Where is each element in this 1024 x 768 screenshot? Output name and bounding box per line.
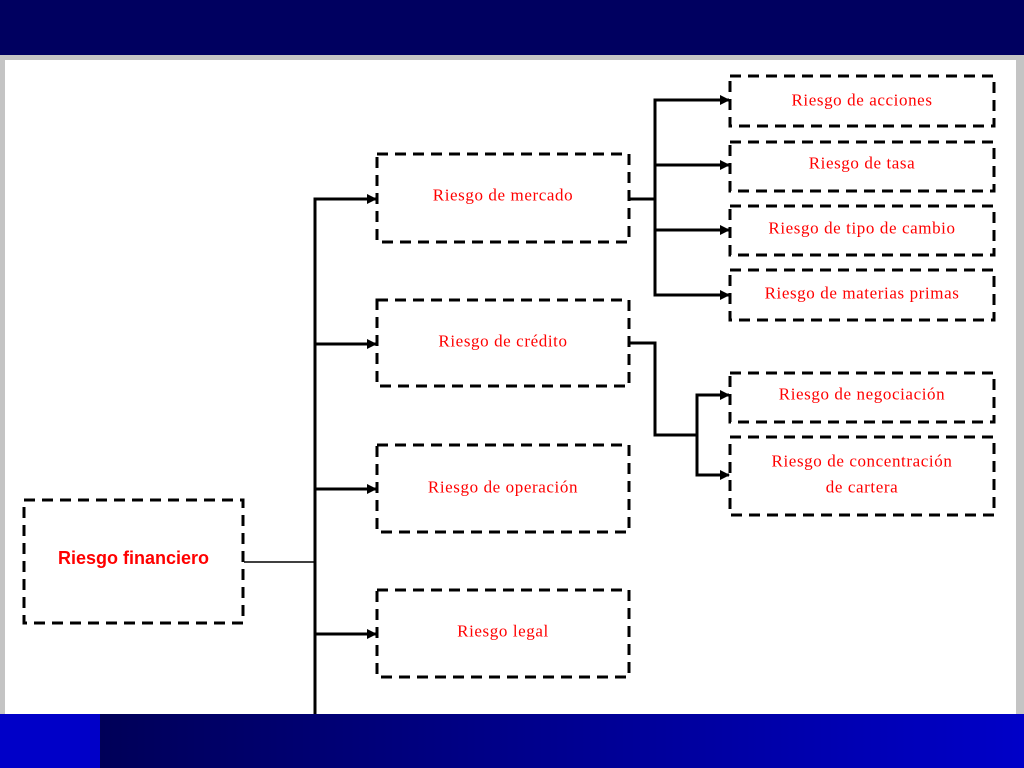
- node-box: [22, 498, 245, 625]
- node-label: Riesgo de operación: [428, 478, 578, 497]
- node-label: Riesgo de tasa: [809, 154, 916, 173]
- slide-footer-bar: [0, 714, 1024, 768]
- node-riesgo-de-negociacion: Riesgo de negociación: [728, 371, 996, 424]
- node-box: [375, 152, 631, 244]
- node-box: [728, 268, 996, 322]
- node-label: Riesgo de tipo de cambio: [768, 219, 955, 238]
- node-box: [375, 298, 631, 388]
- node-riesgo-de-tasa: Riesgo de tasa: [728, 140, 996, 193]
- node-label: Riesgo de materias primas: [765, 284, 960, 303]
- node-box: [728, 204, 996, 257]
- node-riesgo-de-credito: Riesgo de crédito: [375, 298, 631, 388]
- node-riesgo-de-tipo-de-cambio: Riesgo de tipo de cambio: [728, 204, 996, 257]
- node-box: [728, 371, 996, 424]
- node-riesgo-financiero: Riesgo financiero: [22, 498, 245, 625]
- node-label: Riesgo de crédito: [438, 332, 567, 351]
- node-label-line-1: Riesgo de concentración: [772, 452, 953, 471]
- node-label: Riesgo de acciones: [791, 91, 932, 110]
- node-riesgo-de-concentracion-de-cartera: Riesgo de concentración de cartera: [728, 435, 996, 517]
- node-riesgo-de-acciones: Riesgo de acciones: [728, 74, 996, 128]
- risk-tree-diagram: Riesgo financiero Riesgo de mercado Ries…: [22, 74, 996, 714]
- node-riesgo-legal: Riesgo legal: [375, 588, 631, 679]
- node-label: Riesgo legal: [457, 622, 549, 641]
- node-label: Riesgo financiero: [58, 548, 209, 568]
- node-riesgo-de-operacion: Riesgo de operación: [375, 443, 631, 534]
- slide-header-bar: [0, 0, 1024, 55]
- node-box: [728, 140, 996, 193]
- node-riesgo-de-mercado: Riesgo de mercado: [375, 152, 631, 244]
- node-box: [728, 74, 996, 128]
- node-label: Riesgo de negociación: [779, 385, 946, 404]
- node-label: Riesgo de mercado: [433, 186, 574, 205]
- node-label-line-2: de cartera: [826, 478, 899, 497]
- node-box: [375, 443, 631, 534]
- node-box: [728, 435, 996, 517]
- footer-accent-block: [0, 714, 100, 768]
- node-riesgo-de-materias-primas: Riesgo de materias primas: [728, 268, 996, 322]
- node-box: [375, 588, 631, 679]
- connectors: [244, 94, 731, 714]
